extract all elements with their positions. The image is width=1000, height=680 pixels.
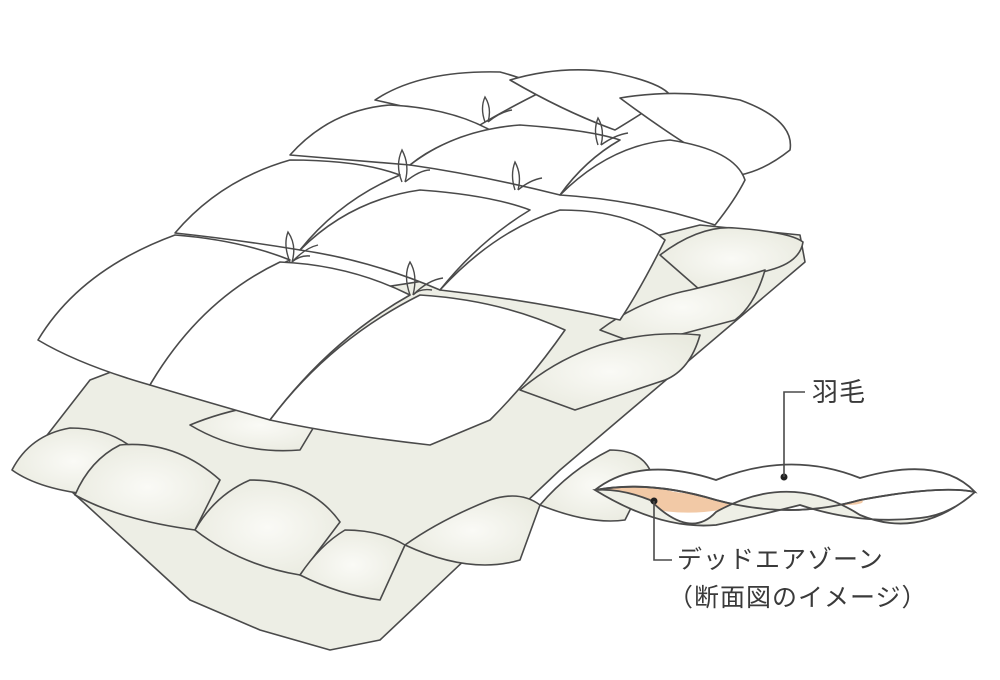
cross-section-diagram <box>592 391 978 561</box>
dead-air-zone-label: デッドエアゾーン <box>677 545 884 574</box>
tuft-ties <box>285 95 629 296</box>
cross-section-caption: （断面図のイメージ） <box>668 583 928 612</box>
top-layer <box>37 69 792 446</box>
feather-label: 羽毛 <box>812 378 867 408</box>
